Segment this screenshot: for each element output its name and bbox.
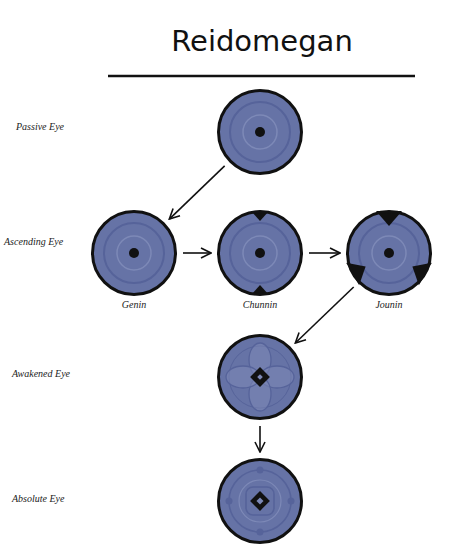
iris-ring [243, 236, 277, 270]
stage-arrow [183, 252, 211, 254]
rank-label: Chunnin [217, 299, 303, 310]
iris-ring [229, 470, 291, 532]
eye-outline [219, 460, 302, 543]
diagram-title: Reidomegan [112, 24, 412, 58]
eye-shape [217, 334, 303, 420]
eye-node: Genin [91, 210, 177, 296]
eye-shape [217, 89, 303, 175]
iris-ring [359, 223, 419, 283]
eye-outline [219, 212, 302, 295]
stage-arrow [169, 166, 224, 219]
ring-dot [257, 467, 264, 474]
iris-ring [104, 223, 164, 283]
stage-arrow [295, 287, 353, 343]
eye-node [217, 334, 303, 420]
ring-dot [288, 498, 295, 505]
pupil [384, 248, 394, 258]
iris-fill [219, 460, 302, 543]
pupil-diamond [250, 367, 270, 387]
ring-dot [226, 498, 233, 505]
pupil [255, 127, 265, 137]
iris-ring [243, 115, 277, 149]
title-underline [108, 75, 415, 78]
pupil [255, 248, 265, 258]
eye-outline [93, 212, 176, 295]
stage-label: Absolute Eye [12, 493, 64, 504]
ring-dot [257, 529, 264, 536]
stage-label: Awakened Eye [12, 368, 70, 379]
eye-shape [217, 210, 303, 296]
eye-outline [348, 212, 431, 295]
iris-fill [93, 212, 176, 295]
iris-fill [348, 212, 431, 295]
iris-fill [219, 91, 302, 174]
eye-shape [346, 210, 432, 296]
stage-arrow [259, 426, 261, 452]
pupil [129, 248, 139, 258]
eye-node [217, 458, 303, 544]
iris-ring [230, 223, 290, 283]
stage-arrow [309, 252, 340, 254]
pupil-core [257, 374, 263, 380]
iris-fill [219, 336, 302, 419]
eye-node [217, 89, 303, 175]
eye-shape [91, 210, 177, 296]
iris-ring [117, 236, 151, 270]
eye-node: Chunnin [217, 210, 303, 296]
eye-outline [219, 336, 302, 419]
pupil-diamond [250, 491, 270, 511]
inner-frame [246, 487, 274, 515]
stage-label: Ascending Eye [4, 236, 63, 247]
eye-shape [217, 458, 303, 544]
stage-label: Passive Eye [16, 121, 64, 132]
pupil-core [256, 497, 263, 504]
iris-ring [372, 236, 406, 270]
rank-label: Jounin [346, 299, 432, 310]
eye-node: Jounin [346, 210, 432, 296]
iris-ring [239, 480, 281, 522]
iris-fill [219, 212, 302, 295]
eye-outline [219, 91, 302, 174]
rank-label: Genin [91, 299, 177, 310]
iris-ring [230, 102, 290, 162]
